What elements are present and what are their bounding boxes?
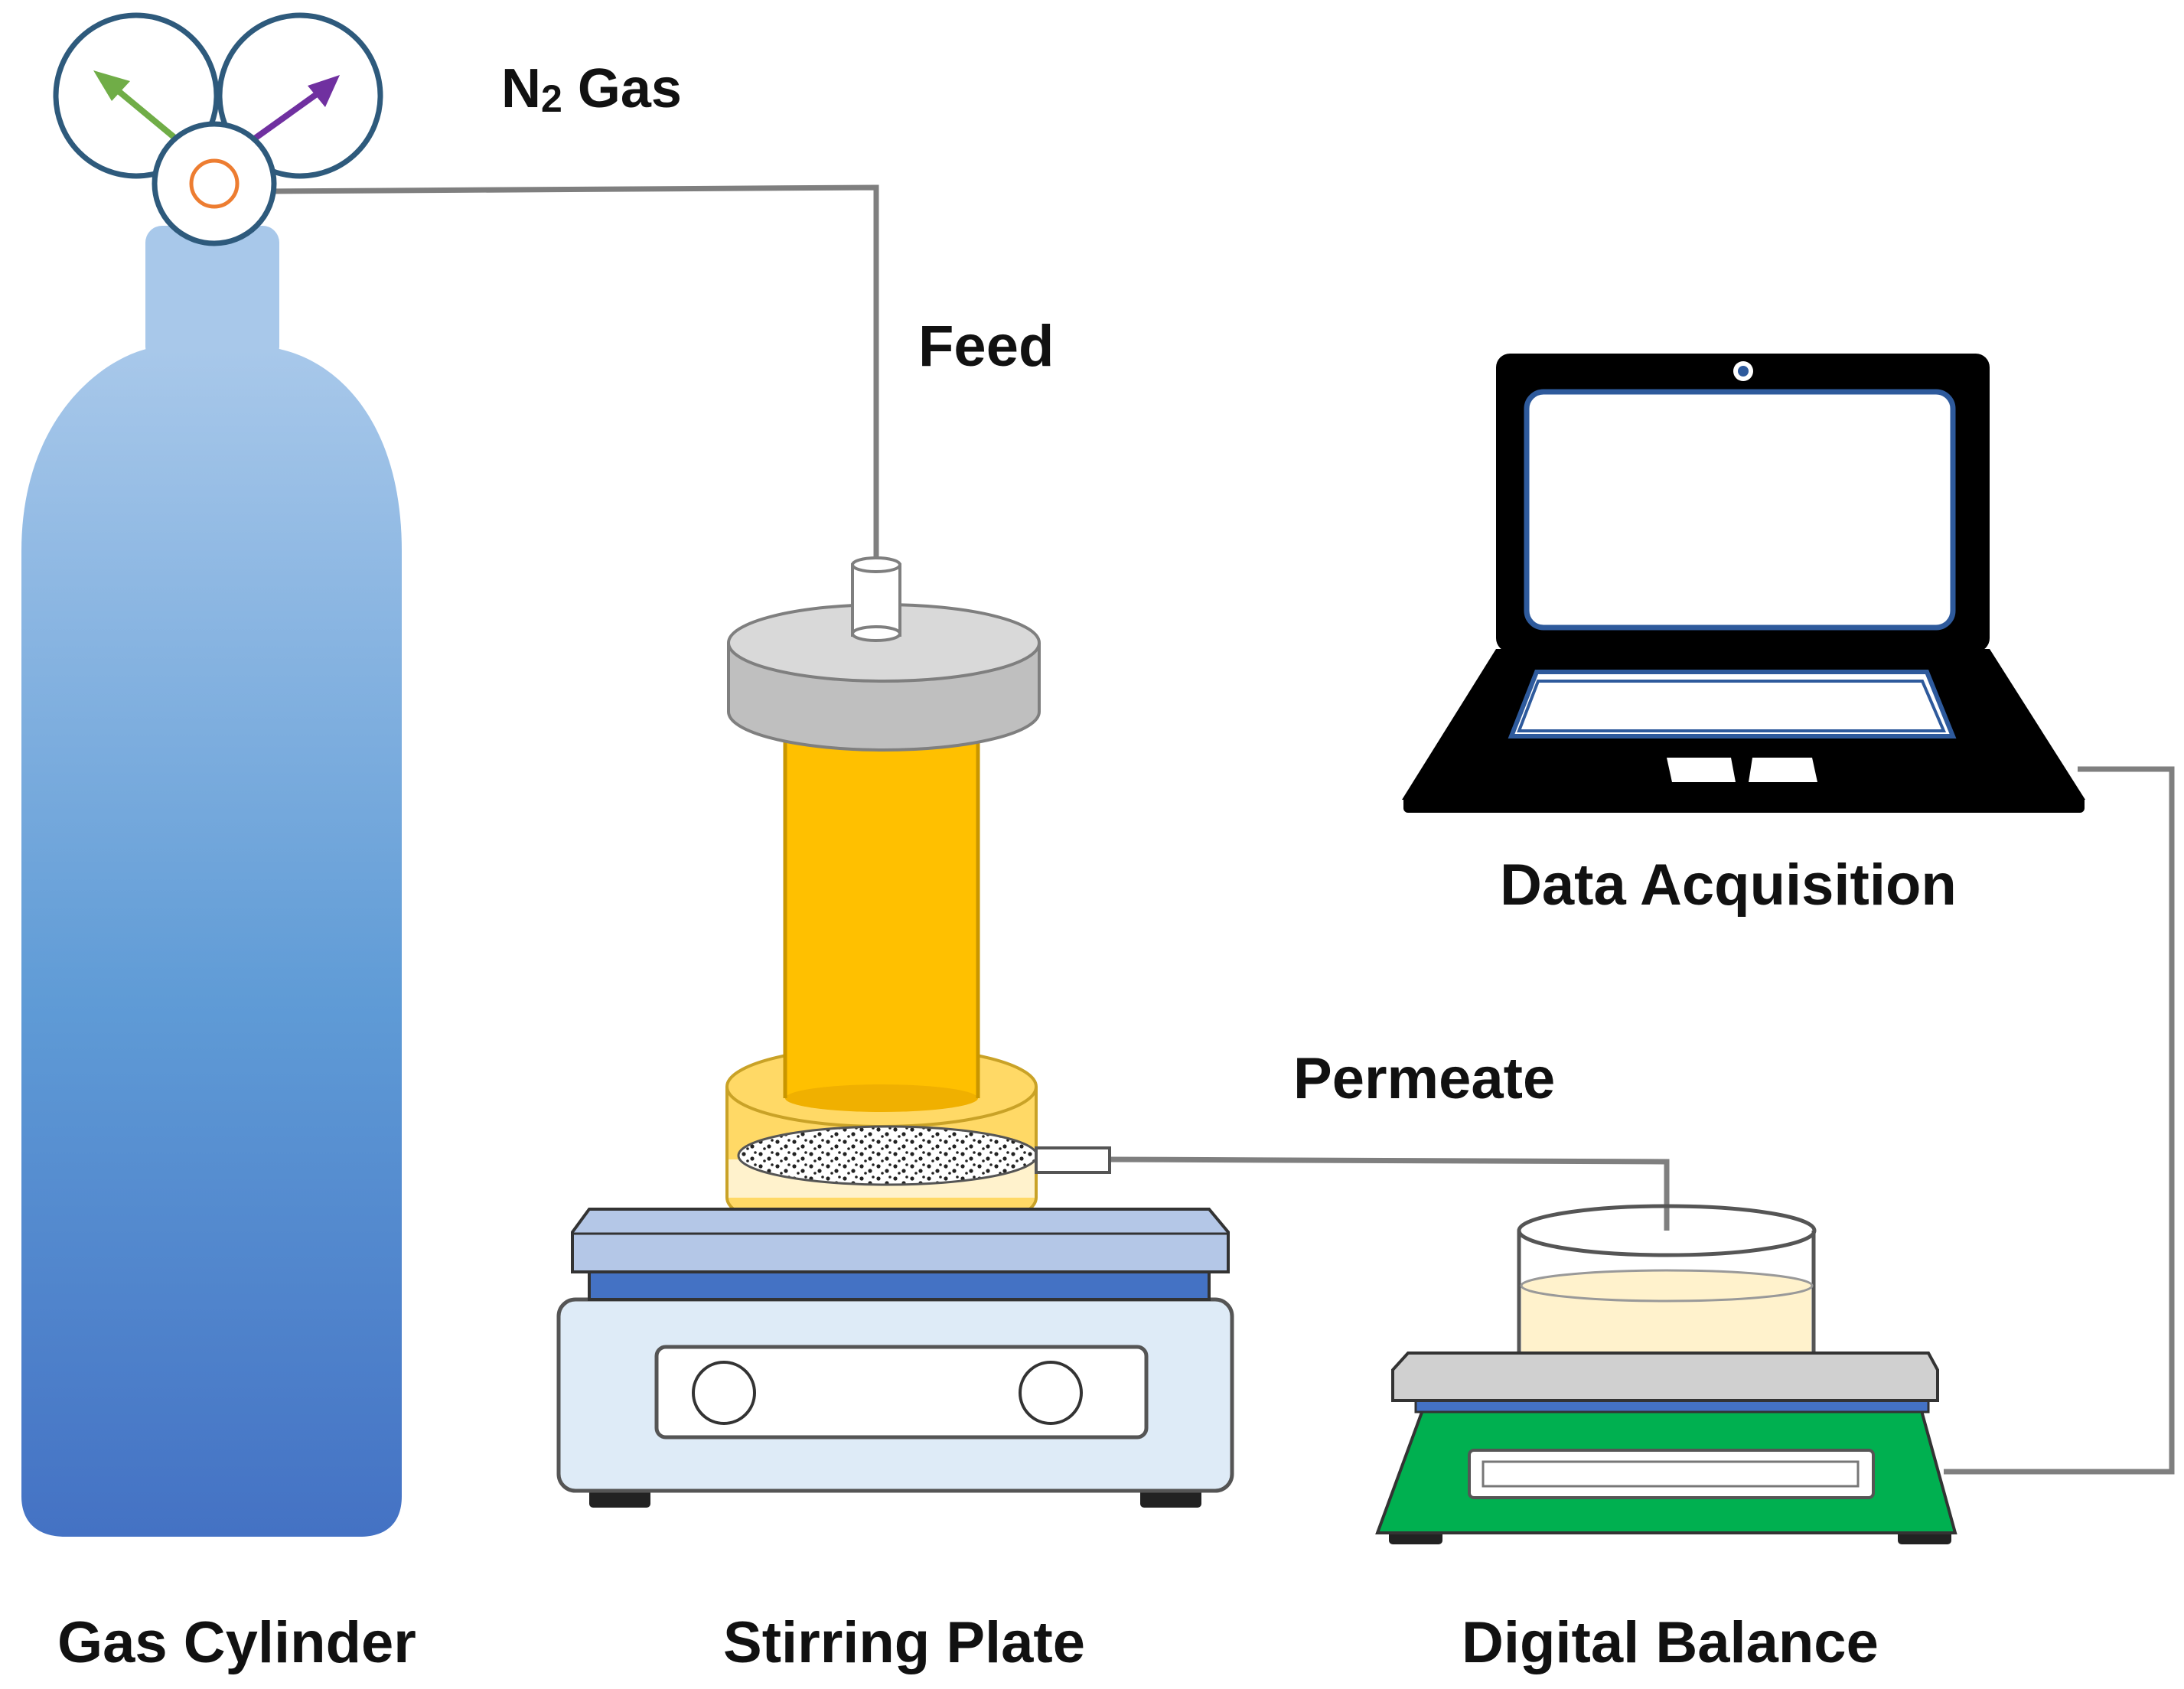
permeate-label: Permeate bbox=[1293, 1046, 1555, 1111]
data-cable bbox=[1944, 766, 2175, 1475]
gas-cylinder-label: Gas Cylinder bbox=[57, 1610, 416, 1675]
membrane-cell-icon bbox=[725, 556, 1111, 1239]
gas-cylinder-icon bbox=[21, 226, 402, 1537]
stirring-plate-icon bbox=[556, 1208, 1234, 1508]
digital-balance-icon bbox=[1375, 1352, 1957, 1544]
feed-label: Feed bbox=[918, 314, 1054, 379]
laptop-icon bbox=[1402, 354, 2085, 813]
beaker-icon bbox=[1517, 1204, 1817, 1376]
digital-balance-label: Digital Balance bbox=[1462, 1610, 1879, 1675]
stirring-plate-label: Stirring Plate bbox=[723, 1610, 1085, 1675]
feed-tubing bbox=[263, 184, 879, 562]
gas-label: N2 Gas bbox=[501, 58, 682, 120]
pressure-gauge-icon bbox=[53, 12, 383, 246]
data-acquisition-label: Data Acquisition bbox=[1500, 853, 1957, 918]
